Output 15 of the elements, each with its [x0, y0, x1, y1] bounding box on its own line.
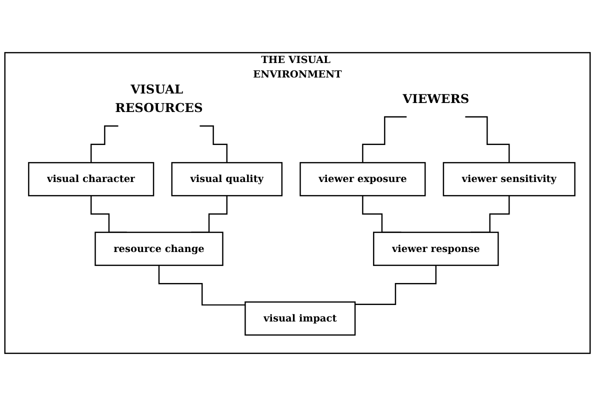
node-box: resource change — [94, 232, 224, 266]
connector — [355, 264, 437, 306]
node-box: viewer sensitivity — [442, 162, 576, 196]
node-box: viewer exposure — [300, 162, 426, 196]
connector — [200, 125, 228, 164]
node-box: visual impact — [244, 301, 356, 336]
connector — [158, 264, 246, 306]
node-box: viewer response — [373, 232, 499, 266]
connector — [362, 116, 407, 164]
connector — [90, 125, 118, 164]
node-text: VIEWERS — [402, 91, 470, 106]
node-box: visual character — [28, 162, 154, 196]
connector — [465, 116, 510, 164]
node-text: VISUAL RESOURCES — [115, 82, 203, 115]
node-box: visual quality — [171, 162, 283, 196]
